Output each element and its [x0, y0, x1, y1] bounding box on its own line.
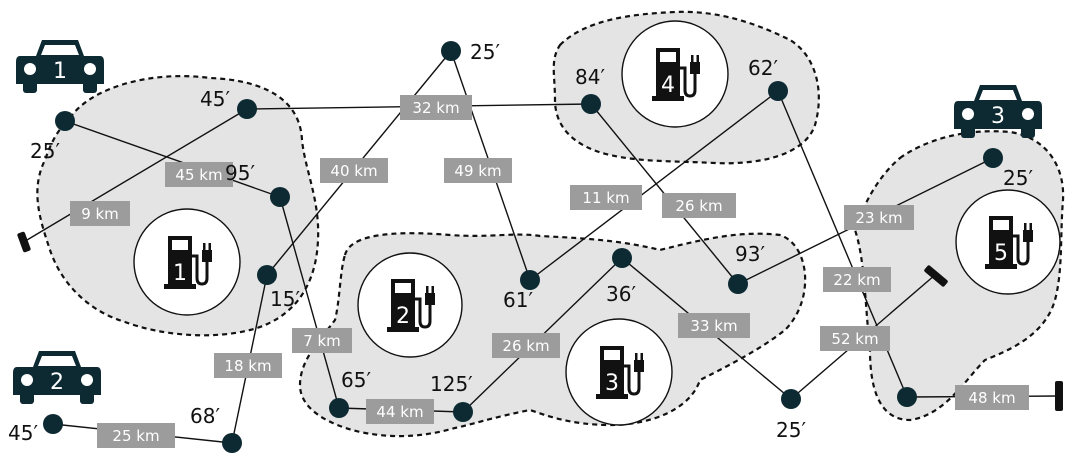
node-n1: [55, 111, 75, 131]
car-3: 3: [954, 85, 1042, 138]
node-n9-time: 62′: [748, 56, 778, 80]
edge-e10-label: 26 km: [492, 333, 560, 358]
car-1: 1: [16, 40, 104, 93]
edge-e17-label: 48 km: [955, 385, 1029, 410]
edge-e5-label: 49 km: [444, 158, 512, 183]
edge-e7-label: 7 km: [292, 328, 352, 353]
node-n6: [43, 414, 63, 434]
svg-text:45 km: 45 km: [175, 166, 222, 184]
car-1-number: 1: [53, 59, 67, 84]
station-3: 3: [565, 318, 673, 426]
edge-e6-label: 18 km: [214, 353, 282, 378]
svg-text:18 km: 18 km: [224, 357, 271, 375]
station-5-number: 5: [994, 241, 1008, 266]
node-n2: [237, 99, 257, 119]
svg-text:11 km: 11 km: [582, 189, 629, 207]
node-n12-time: 65′: [341, 368, 371, 392]
node-n3-time: 95′: [225, 161, 255, 185]
svg-text:44 km: 44 km: [376, 403, 423, 421]
node-n13-time: 125′: [430, 372, 473, 396]
node-n8-time: 84′: [575, 65, 605, 89]
svg-text:25 km: 25 km: [112, 427, 159, 445]
edge-e13-label: 33 km: [678, 313, 750, 338]
svg-text:23 km: 23 km: [855, 209, 902, 227]
svg-text:49 km: 49 km: [454, 162, 501, 180]
node-time-labels: 25′ 45′ 95′ 15′ 68′ 45′ 25′ 84′ 62′ 61′ …: [8, 40, 1033, 445]
edge-e1-line: [64, 120, 281, 198]
edge-e7-line: [279, 196, 340, 409]
region-station-1: [36, 75, 320, 337]
station-1: 1: [133, 208, 241, 316]
edge-e11-line: [529, 90, 779, 281]
svg-text:22 km: 22 km: [833, 271, 880, 289]
node-n5-time: 68′: [190, 404, 220, 428]
svg-text:32 km: 32 km: [412, 99, 459, 117]
node-n11: [612, 248, 632, 268]
cars: 1 2 3: [13, 40, 1042, 404]
node-n1-time: 25′: [30, 139, 60, 163]
edge-e4-label: 40 km: [320, 158, 388, 183]
node-n7-time: 25′: [470, 40, 500, 64]
node-n14: [728, 274, 748, 294]
node-n2-time: 45′: [200, 87, 230, 111]
node-n13: [453, 402, 473, 422]
edge-e15-label: 22 km: [823, 267, 891, 292]
stations: 1 2 3 4 5: [133, 20, 1061, 426]
node-n3: [270, 187, 290, 207]
node-n11-time: 36′: [606, 282, 636, 306]
edge-e9-label: 44 km: [366, 399, 434, 424]
edge-e1-label: 45 km: [165, 162, 233, 187]
edge-e8-label: 25 km: [97, 423, 175, 448]
node-n15: [781, 389, 801, 409]
svg-text:9 km: 9 km: [81, 205, 119, 223]
station-2: 2: [357, 252, 463, 358]
terminal-west: [17, 231, 31, 253]
node-n4: [257, 265, 277, 285]
station-2-number: 2: [396, 304, 410, 329]
station-5: 5: [955, 189, 1061, 295]
edge-e12-label: 26 km: [662, 193, 736, 218]
nodes: [43, 41, 1003, 453]
node-n10: [520, 270, 540, 290]
node-n12: [329, 398, 349, 418]
edge-labels: 45 km 9 km 32 km 40 km 49 km 18 km 7 km: [70, 95, 1029, 448]
edge-e16-label: 52 km: [820, 326, 890, 351]
node-n6-time: 45′: [8, 421, 38, 445]
node-n8: [581, 94, 601, 114]
station-3-number: 3: [605, 371, 619, 396]
node-n4-time: 15′: [270, 287, 300, 311]
car-2: 2: [13, 351, 101, 404]
edge-e3-label: 32 km: [400, 95, 472, 120]
svg-text:40 km: 40 km: [330, 162, 377, 180]
svg-text:48 km: 48 km: [968, 389, 1015, 407]
terminal-northeast: [924, 265, 948, 287]
node-n9: [768, 81, 788, 101]
node-n15-time: 25′: [776, 418, 806, 442]
svg-text:52 km: 52 km: [831, 330, 878, 348]
node-n14-time: 93′: [735, 242, 765, 266]
station-1-number: 1: [173, 261, 187, 286]
edge-e11-label: 11 km: [570, 185, 642, 210]
station-4-number: 4: [661, 73, 675, 98]
svg-text:26 km: 26 km: [675, 197, 722, 215]
node-n16: [983, 148, 1003, 168]
edge-e14-label: 23 km: [844, 205, 914, 230]
node-n17: [897, 387, 917, 407]
edge-e2-label: 9 km: [70, 201, 130, 226]
svg-text:26 km: 26 km: [502, 337, 549, 355]
station-4: 4: [621, 20, 729, 128]
car-3-number: 3: [991, 104, 1005, 129]
svg-text:33 km: 33 km: [690, 317, 737, 335]
terminals: [17, 231, 1063, 411]
car-2-number: 2: [50, 370, 64, 395]
node-n5: [222, 433, 242, 453]
node-n16-time: 25′: [1003, 166, 1033, 190]
edge-e2-line: [26, 108, 248, 241]
node-n7: [441, 41, 461, 61]
terminal-east: [1055, 381, 1063, 411]
svg-text:7 km: 7 km: [303, 332, 341, 350]
node-n10-time: 61′: [503, 288, 533, 312]
